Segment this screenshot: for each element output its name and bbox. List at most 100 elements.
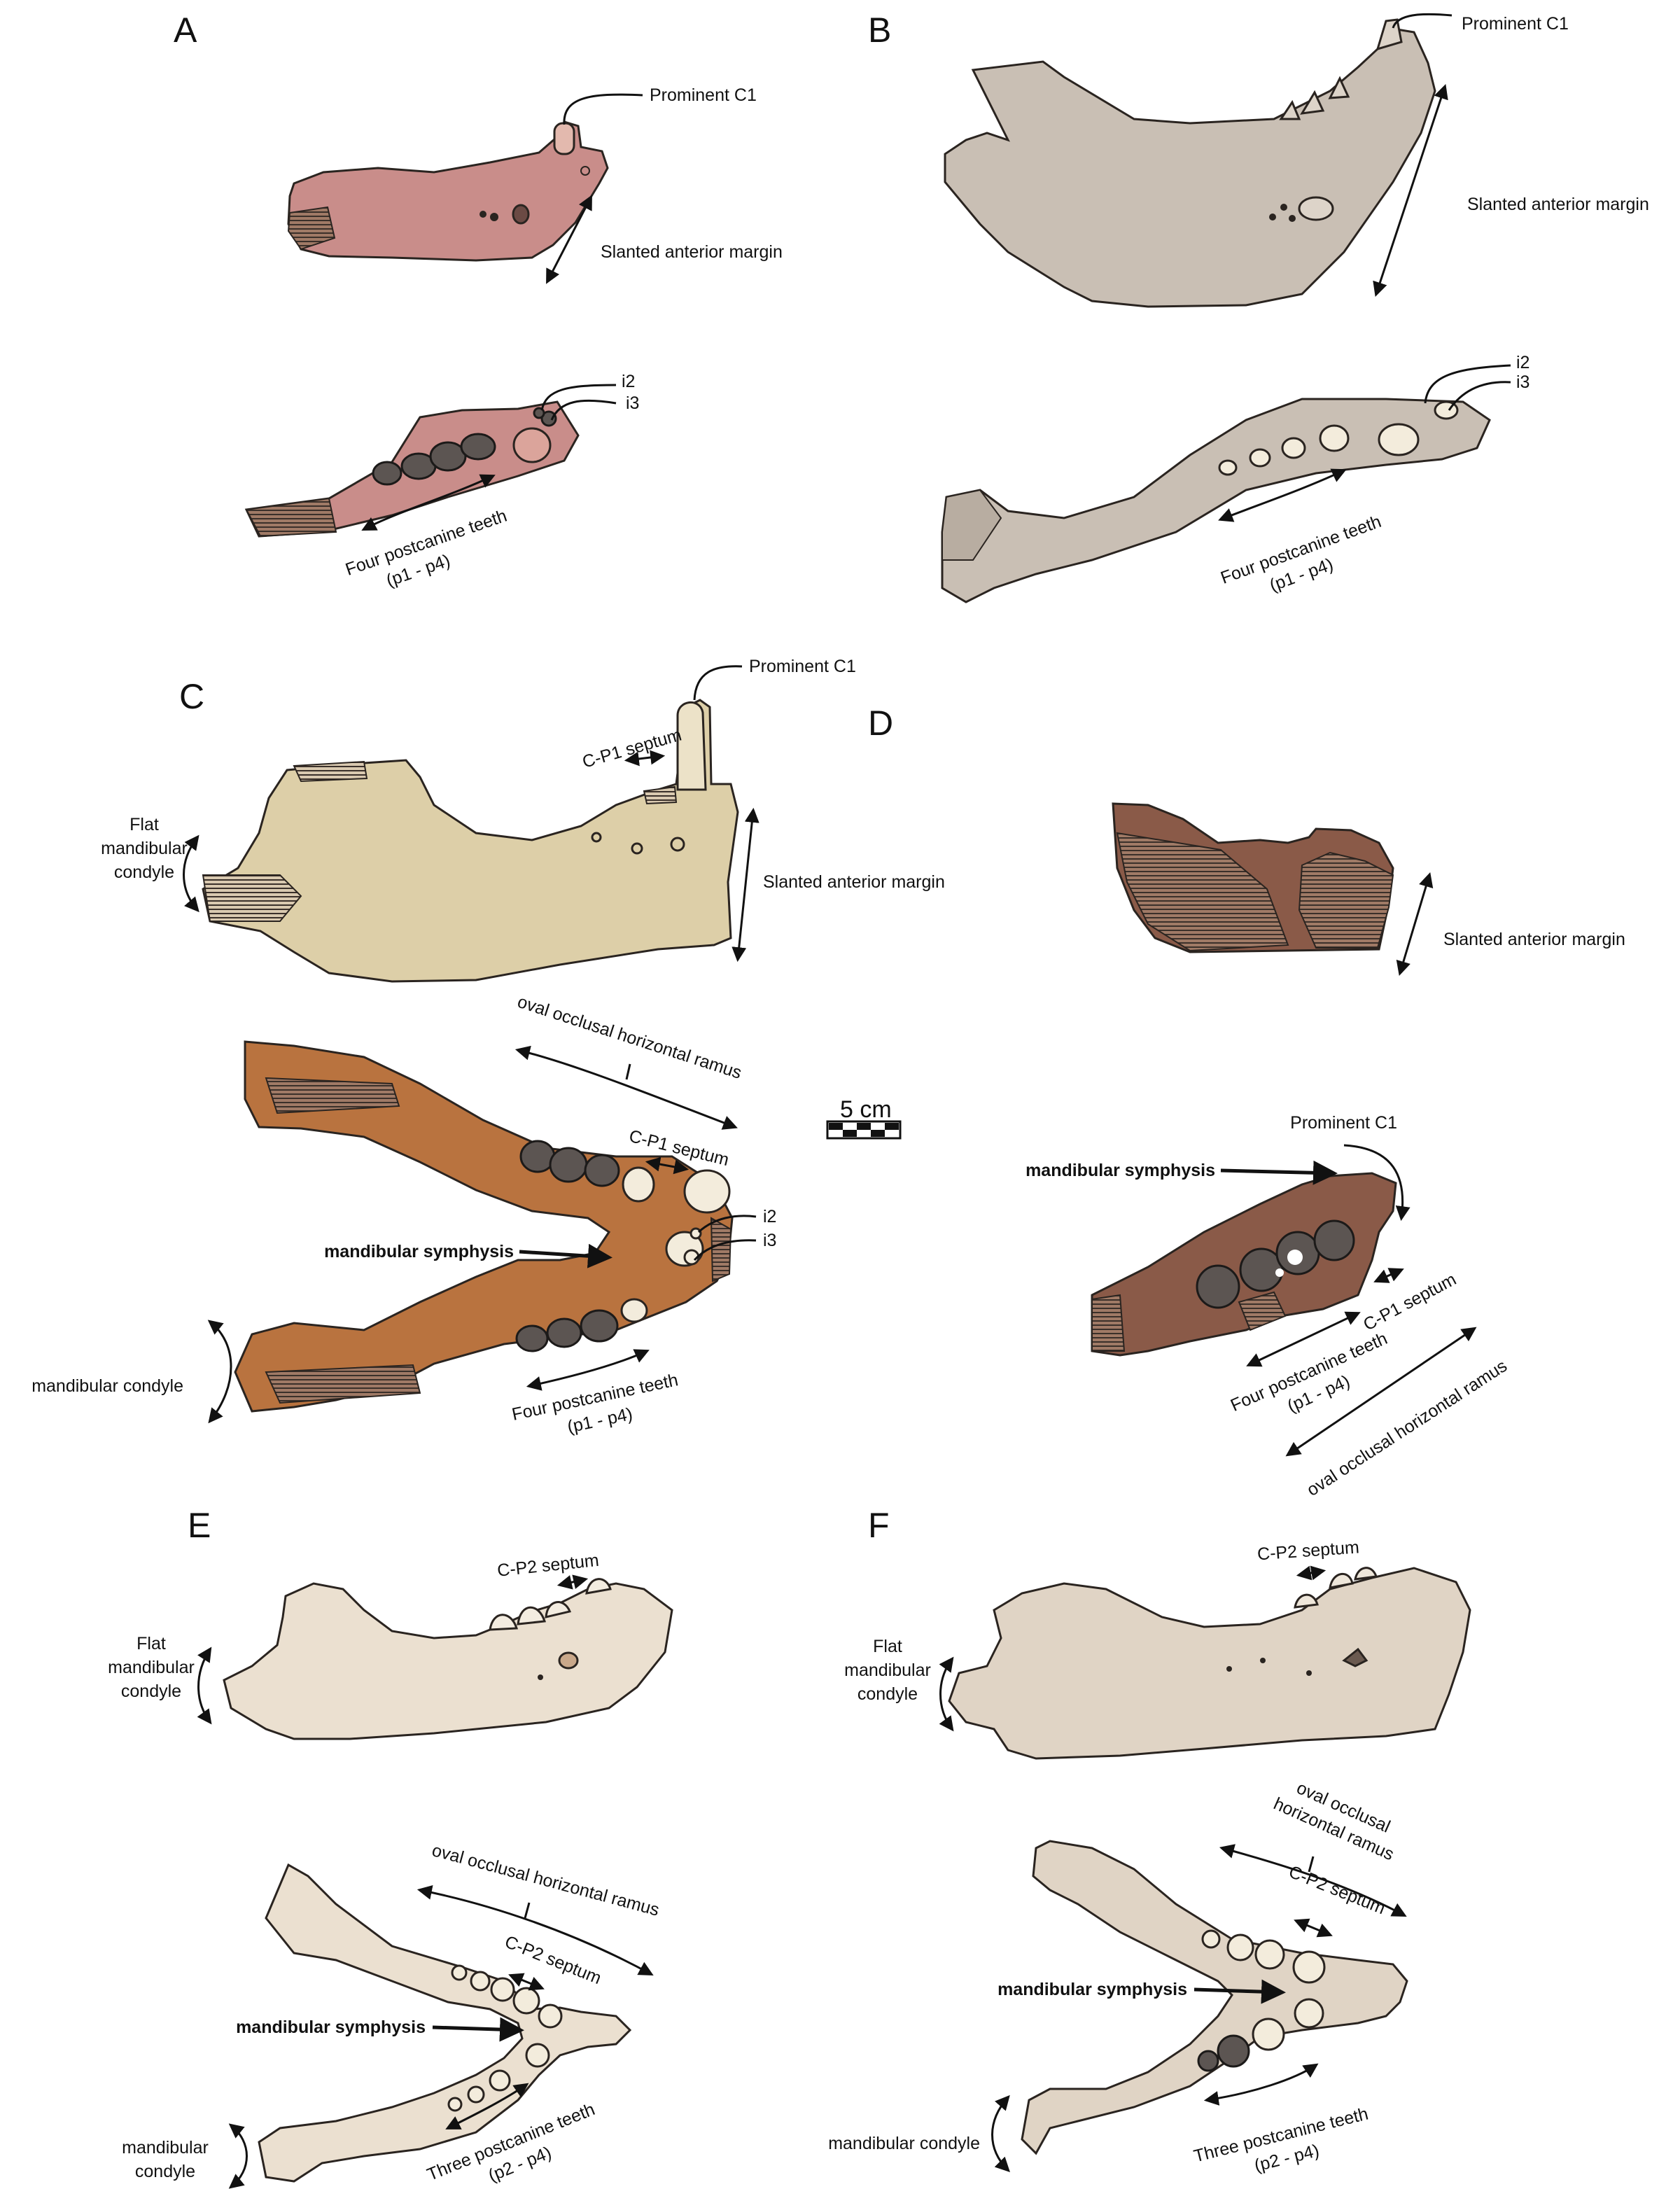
arrow-b-postcanine <box>1218 468 1347 522</box>
arrow-c-symphysis <box>519 1243 612 1268</box>
label-c-condyle: mandibular condyle <box>31 1376 183 1396</box>
foramen-c1 <box>591 832 602 843</box>
alveolus-f-up-p4 <box>1201 1929 1221 1949</box>
scale-bar-label: 5 cm <box>840 1096 892 1123</box>
arrow-d-symphysis <box>1220 1160 1338 1185</box>
panel-label-e: E <box>188 1506 211 1545</box>
broken-ramus-a <box>245 497 337 538</box>
label-a-i3: i3 <box>626 393 639 413</box>
label-a-i2: i2 <box>622 372 635 391</box>
foramen-c2 <box>631 842 643 855</box>
canine-f-low <box>1294 1998 1324 2029</box>
panel-label-c: C <box>179 677 204 716</box>
arrow-c-condyle <box>207 1320 232 1424</box>
alveolus-a-p4 <box>372 461 402 486</box>
alveolus-c-low-p3 <box>546 1317 582 1348</box>
foramen-a4 <box>580 166 590 176</box>
broken-ramus-b <box>941 489 1002 561</box>
panel-c: C Prominent C1 C-P1 septum Flat mandibul… <box>31 657 945 1437</box>
alveolus-c-up-p3 <box>549 1147 588 1183</box>
premolar-f2 <box>1329 1572 1354 1589</box>
label-c-i3: i3 <box>763 1231 776 1250</box>
broken-crest-c1 <box>293 760 368 783</box>
label-f-septum2: C-P2 septum <box>1286 1862 1388 1919</box>
alveolus-e-up-p3 <box>470 1971 491 1992</box>
foramen-f1 <box>1342 1647 1368 1667</box>
label-b-slanted: Slanted anterior margin <box>1467 195 1649 214</box>
arrow-f-flat-condyle <box>939 1656 954 1732</box>
label-e-condyle-2: condyle <box>135 2162 195 2181</box>
arrow-d-slanted <box>1396 872 1434 977</box>
label-f-flat-2: mandibular <box>844 1660 931 1680</box>
broken-condyle-a <box>287 206 336 251</box>
label-b-i3: i3 <box>1516 372 1530 392</box>
alveolus-f-up-p2 <box>1254 1939 1285 1970</box>
arrow-e-oval <box>416 1885 654 1976</box>
premolar-b3 <box>1328 76 1350 99</box>
leader-b-i3 <box>1448 381 1511 411</box>
scale-bar-seg-3 <box>857 1123 871 1130</box>
foramen-b3 <box>1289 215 1296 222</box>
panel-a: A Prominent C1 Slanted anterior margin i… <box>174 11 783 591</box>
alveolus-c-low-p4 <box>515 1324 549 1352</box>
label-c-slanted: Slanted anterior margin <box>763 872 945 892</box>
foramen-b2 <box>1280 204 1287 211</box>
alveolus-a-i3 <box>540 410 557 427</box>
premolar-f1 <box>1294 1593 1319 1609</box>
alveolus-c-up-p1 <box>622 1166 655 1203</box>
foramen-b4 <box>1298 196 1334 221</box>
mental-foramen-a1 <box>479 211 486 218</box>
arrow-a-postcanine <box>361 474 496 531</box>
alveolus-b-p4 <box>1218 459 1238 476</box>
alveolus-a-i2 <box>533 407 545 419</box>
scale-bar: 5 cm <box>826 1096 902 1140</box>
canine-f <box>1354 1567 1378 1581</box>
premolar-e2 <box>517 1606 546 1625</box>
label-e-flat-1: Flat <box>136 1634 166 1653</box>
foramen-f4 <box>1306 1670 1312 1676</box>
alveolus-c-i2 <box>690 1227 702 1240</box>
tooth-c1-b <box>1376 18 1403 51</box>
label-b-prominent-c1: Prominent C1 <box>1462 14 1569 34</box>
foramen-c3 <box>670 837 685 852</box>
broken-condyle-c <box>202 874 302 922</box>
alveolus-b-p3 <box>1249 448 1271 468</box>
alveolus-a-p2 <box>429 441 467 472</box>
alveolus-d-p1 <box>1313 1219 1355 1261</box>
alveolus-c-low-p2 <box>580 1309 619 1343</box>
leader-a-c1 <box>563 93 643 125</box>
broken-incisor-region-c <box>710 1217 732 1282</box>
label-e-septum2: C-P2 septum <box>502 1932 604 1989</box>
arrow-f-condyle <box>991 2094 1010 2172</box>
label-e-condyle-1: mandibular <box>122 2138 209 2157</box>
arrow-c-flat-condyle <box>183 834 200 913</box>
label-e-septum: C-P2 septum <box>496 1551 600 1581</box>
mental-foramen-a2 <box>490 213 498 221</box>
alveolus-f-low-p3 <box>1217 2034 1250 2068</box>
label-c-flat-3: condyle <box>114 862 174 882</box>
alveolus-e-up-p4 <box>451 1964 468 1981</box>
tick-e-oval <box>524 1902 531 1919</box>
premolar-e3 <box>545 1601 572 1618</box>
label-c-flat-2: mandibular <box>101 839 188 858</box>
arrow-e-postcanine <box>445 2083 529 2129</box>
panel-d: D Slanted anterior margin Prominent C1 m… <box>868 704 1625 1500</box>
panel-label-f: F <box>868 1506 890 1545</box>
panel-label-b: B <box>868 11 891 50</box>
label-d-slanted: Slanted anterior margin <box>1443 930 1625 949</box>
arrow-c-septum <box>624 750 666 767</box>
leader-b-i2 <box>1424 364 1511 404</box>
alveolus-f-up-p3 <box>1226 1933 1254 1961</box>
canine-b-occ <box>1378 423 1420 456</box>
mandible-b-lateral <box>944 27 1436 308</box>
canine-a-occ <box>512 427 552 463</box>
label-e-oval: oval occlusal horizontal ramus <box>430 1840 662 1920</box>
mental-foramen-a3 <box>512 204 530 225</box>
label-f-septum: C-P2 septum <box>1256 1537 1359 1564</box>
broken-area-d2 <box>1298 851 1394 949</box>
label-c-i2: i2 <box>763 1207 776 1226</box>
premolar-b1 <box>1279 99 1301 120</box>
leader-a-i2 <box>540 384 617 411</box>
tick-f-oval <box>1308 1856 1315 1873</box>
